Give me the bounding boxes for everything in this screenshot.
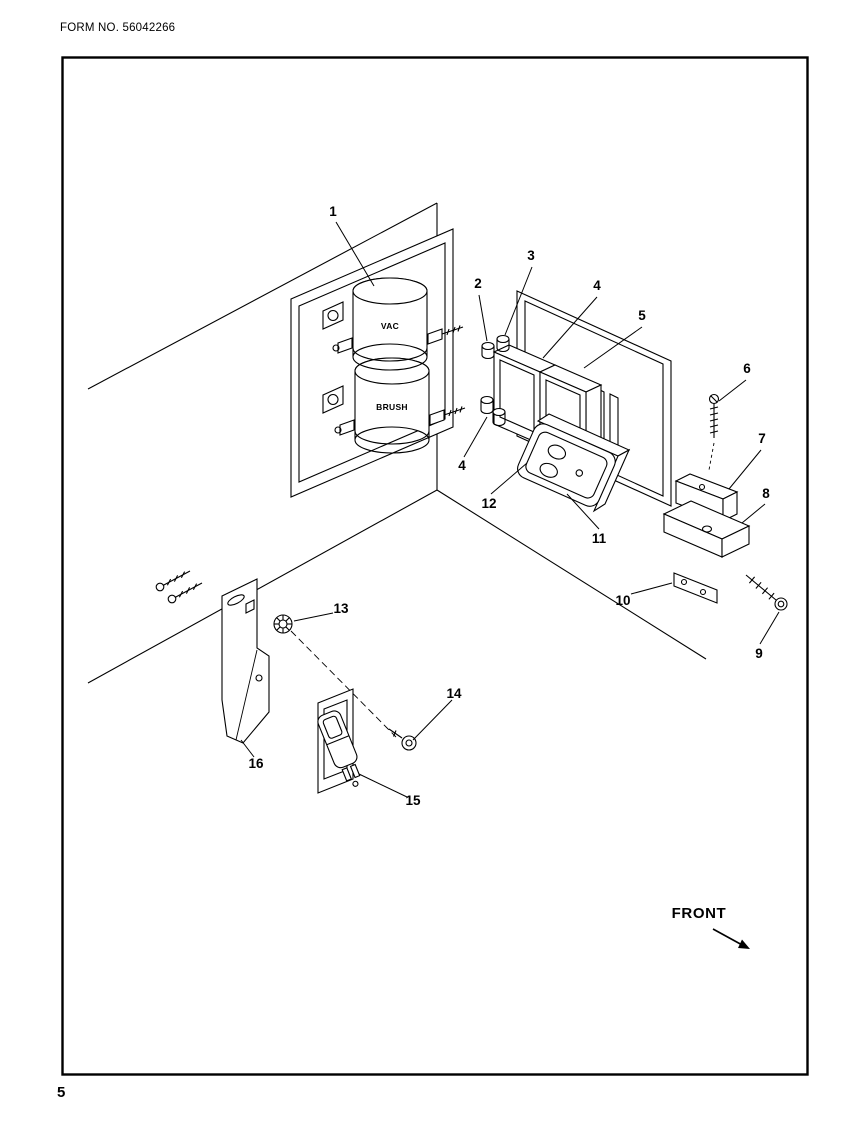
callout-4: 4: [593, 278, 601, 293]
leader-lines: [240, 221, 780, 798]
plate-bolt: [322, 385, 344, 414]
small-mounting-plate: [673, 572, 718, 604]
plate-bolt: [322, 301, 344, 330]
callout-9: 9: [755, 646, 763, 661]
callout-1: 1: [329, 204, 337, 219]
callout-numbers: 1 2 3 4 5 6 7 8 4 12 11 10 9 13 14 16 15: [248, 204, 770, 808]
support-bracket: [221, 578, 270, 744]
vac-solenoid: VAC: [332, 277, 464, 371]
callout-2: 2: [474, 276, 482, 291]
rocker-switch: [317, 688, 361, 794]
brush-solenoid: BRUSH: [334, 357, 466, 454]
screw-diagonal: [745, 574, 788, 611]
callout-10: 10: [615, 593, 630, 608]
front-indicator: FRONT: [672, 905, 750, 949]
page-border: [61, 56, 809, 1076]
switch-screw: [388, 728, 417, 751]
terminal-screw: [429, 406, 466, 426]
terminal-screw: [427, 325, 464, 345]
terminal-stud: [334, 419, 355, 436]
callout-6: 6: [743, 361, 751, 376]
callout-14: 14: [446, 686, 462, 701]
callout-15: 15: [405, 793, 421, 808]
callout-12: 12: [481, 496, 496, 511]
brush-label: BRUSH: [376, 402, 408, 412]
assembly-axis-line: [290, 630, 397, 738]
screw-vertical: [708, 393, 720, 471]
callout-3: 3: [527, 248, 535, 263]
callout-16: 16: [248, 756, 264, 771]
callout-13: 13: [333, 601, 349, 616]
coil-terminal: [480, 395, 494, 415]
callout-7: 7: [758, 431, 766, 446]
coil-terminal: [496, 334, 510, 353]
front-label: FRONT: [672, 905, 727, 922]
callout-4b: 4: [458, 458, 466, 473]
mounting-bracket: [662, 500, 751, 558]
page-number: 5: [57, 1084, 65, 1101]
bracket-screws: [155, 570, 203, 604]
callout-11: 11: [592, 531, 607, 546]
vac-label: VAC: [381, 321, 399, 331]
front-arrow-icon: [712, 928, 750, 949]
terminal-stud: [332, 337, 353, 354]
coil-terminal: [492, 407, 506, 427]
coil-terminal: [481, 341, 495, 360]
control-block: [517, 413, 631, 513]
callout-5: 5: [638, 308, 646, 323]
form-number: FORM NO. 56042266: [60, 22, 175, 34]
callout-8: 8: [762, 486, 770, 501]
grommet: [273, 614, 293, 634]
